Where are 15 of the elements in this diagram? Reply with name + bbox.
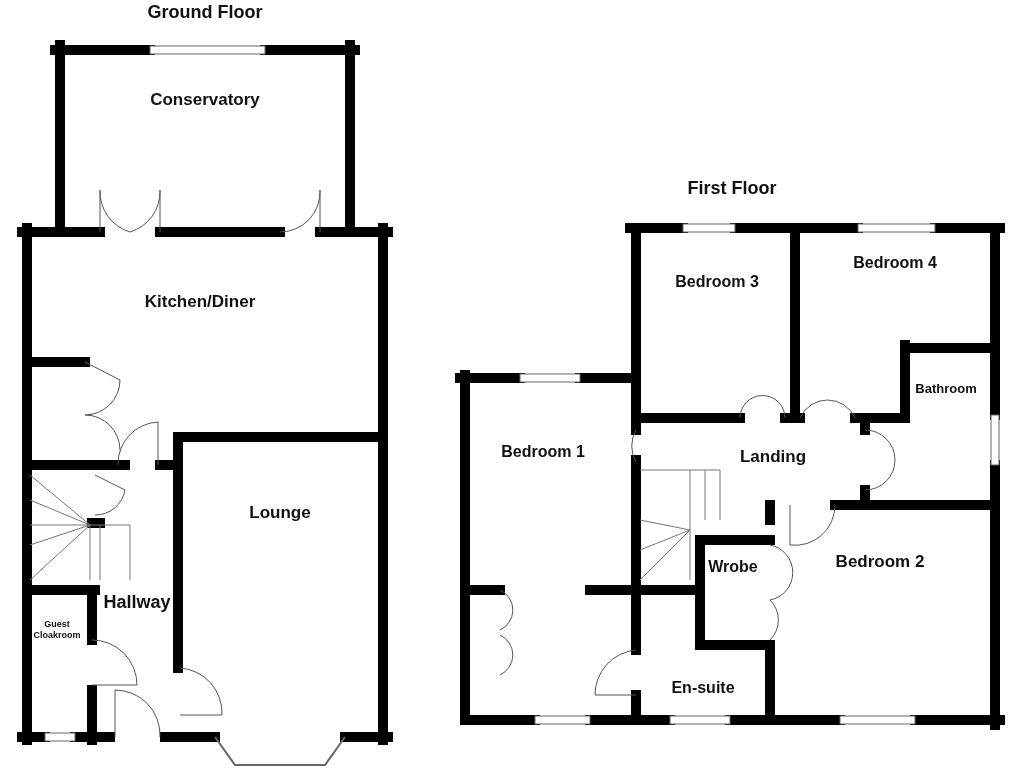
room-label: Hallway bbox=[103, 591, 171, 613]
room-label: Bedroom 4 bbox=[853, 254, 937, 272]
room-label: Bedroom 2 bbox=[835, 552, 925, 572]
room-label: Bedroom 1 bbox=[501, 443, 585, 461]
room-label: Wrobe bbox=[708, 558, 758, 576]
room-label: Lounge bbox=[249, 503, 311, 523]
room-label: Guest Cloakroom bbox=[32, 619, 82, 641]
room-label: Bathroom bbox=[915, 380, 977, 396]
room-label: Bedroom 3 bbox=[675, 273, 759, 291]
floor-title: First Floor bbox=[687, 177, 777, 199]
room-label: Kitchen/Diner bbox=[144, 292, 256, 312]
room-label: Landing bbox=[739, 447, 807, 467]
floor-title: Ground Floor bbox=[147, 1, 263, 23]
room-label: Conservatory bbox=[150, 90, 260, 110]
room-label: En-suite bbox=[671, 679, 735, 697]
